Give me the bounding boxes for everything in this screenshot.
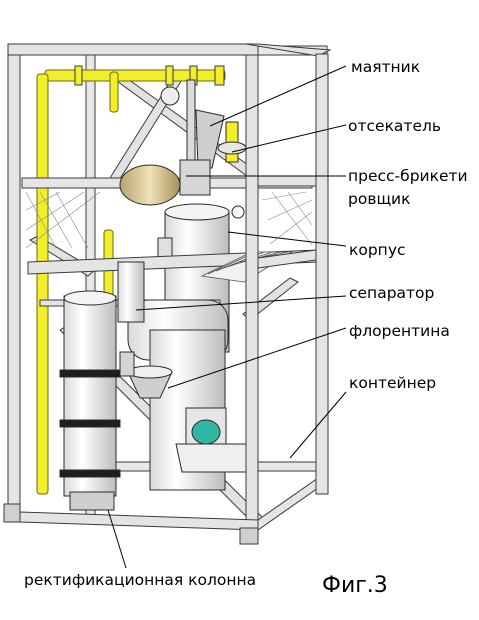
leader-separator xyxy=(135,295,347,311)
label-press-line1: пресс-брикети xyxy=(348,167,468,185)
florentine-inlet xyxy=(119,351,135,377)
flange xyxy=(165,65,174,86)
pump-motor xyxy=(191,419,221,445)
column-band xyxy=(59,419,121,428)
figure-caption: Фиг.3 xyxy=(322,573,388,598)
container-frame-front xyxy=(3,43,332,545)
florentine-rim xyxy=(127,365,173,379)
corner-casting xyxy=(239,527,259,545)
rectification-column xyxy=(59,290,121,511)
pump-skid xyxy=(175,443,253,473)
leader-pendulum xyxy=(209,65,347,127)
leader-container xyxy=(289,391,347,459)
press-port xyxy=(231,205,245,219)
yellow-pipe-top xyxy=(44,69,226,82)
label-column: ректификационная колонна xyxy=(24,571,257,589)
press-briquetter xyxy=(119,159,245,219)
label-housing: корпус xyxy=(349,241,406,259)
press-drum xyxy=(119,164,181,206)
leader-florentine xyxy=(167,327,347,389)
pump-unit xyxy=(175,407,253,473)
front-right-post xyxy=(245,43,259,535)
label-container: контейнер xyxy=(349,374,437,392)
pendulum-mechanism xyxy=(160,79,247,181)
label-separator: сепаратор xyxy=(349,284,435,302)
bottom-side-beam xyxy=(257,477,319,531)
side-upper-rail xyxy=(257,175,317,187)
front-top-beam xyxy=(7,43,259,56)
side-right-post xyxy=(315,53,329,495)
column-base xyxy=(69,491,115,511)
column-band xyxy=(59,469,121,478)
top-side-beam xyxy=(245,43,332,57)
pendulum-arm xyxy=(195,109,225,169)
label-florentine: флорентина xyxy=(349,322,450,340)
corner-casting xyxy=(3,503,21,523)
leader-column xyxy=(107,509,127,569)
yellow-pipe-drop xyxy=(109,71,119,113)
front-left-post xyxy=(7,43,21,523)
leader-cutoff xyxy=(231,124,347,153)
pendulum-wheel xyxy=(160,86,180,106)
label-press-line2: ровщик xyxy=(348,190,411,208)
separator-riser xyxy=(117,261,145,323)
front-bottom-beam xyxy=(19,511,259,531)
leader-lines xyxy=(107,65,347,569)
housing-top xyxy=(164,203,230,221)
column-top xyxy=(63,290,117,306)
leader-housing xyxy=(227,231,347,247)
cutoff-ring xyxy=(217,141,247,155)
column-body xyxy=(63,295,117,497)
label-cutoff: отсекатель xyxy=(348,117,442,135)
press-body xyxy=(179,159,211,196)
flange xyxy=(74,65,83,86)
column-band xyxy=(59,369,121,378)
safety-net-upper xyxy=(25,191,313,249)
side-middle-rail xyxy=(257,249,317,269)
label-pendulum: маятник xyxy=(351,58,421,76)
yellow-pipe-left xyxy=(36,73,49,495)
flange xyxy=(214,65,225,86)
